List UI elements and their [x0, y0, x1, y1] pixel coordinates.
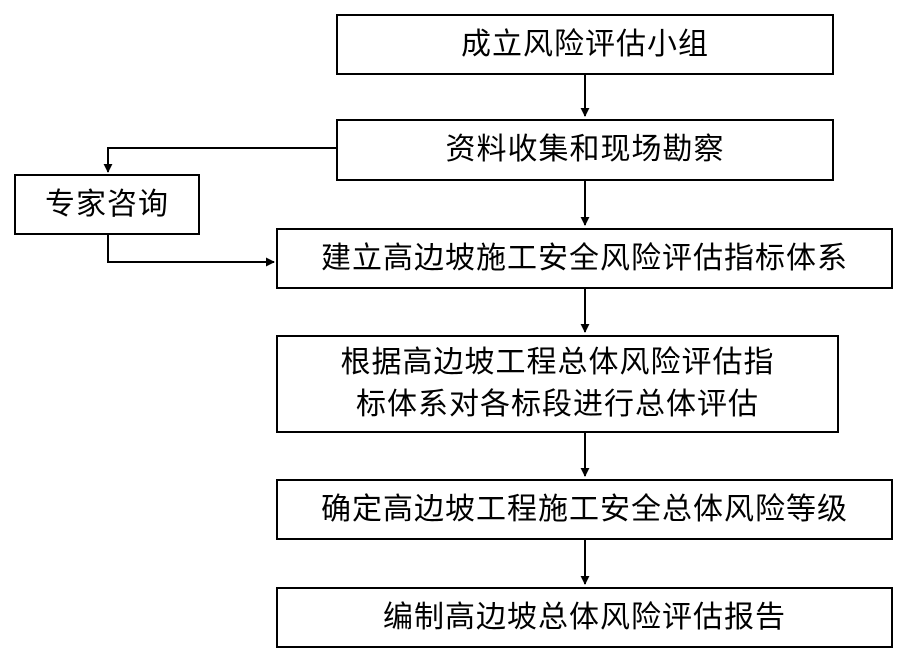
arrow-expert-to-index	[107, 234, 275, 267]
step-determine-level: 确定高边坡工程施工安全总体风险等级	[276, 479, 893, 540]
step-form-team: 成立风险评估小组	[336, 14, 834, 75]
arrow-collect-to-expert	[103, 147, 336, 173]
step-form-team-label: 成立风险评估小组	[461, 26, 709, 62]
step-overall-assess-line-2: 标体系对各标段进行总体评估	[356, 387, 759, 422]
step-collect-data: 资料收集和现场勘察	[336, 119, 834, 181]
step-build-index: 建立高边坡施工安全风险评估指标体系	[276, 228, 893, 289]
step-write-report: 编制高边坡总体风险评估报告	[276, 587, 893, 648]
expert-consult-label: 专家咨询	[45, 186, 169, 222]
step-overall-assess: 根据高边坡工程总体风险评估指 标体系对各标段进行总体评估	[276, 335, 839, 433]
step-write-report-label: 编制高边坡总体风险评估报告	[383, 599, 786, 635]
step-overall-assess-line-1: 根据高边坡工程总体风险评估指	[340, 345, 775, 380]
expert-consult-node: 专家咨询	[14, 174, 200, 235]
step-determine-level-label: 确定高边坡工程施工安全总体风险等级	[321, 491, 848, 527]
step-collect-data-label: 资料收集和现场勘察	[445, 132, 725, 167]
step-build-index-label: 建立高边坡施工安全风险评估指标体系	[321, 240, 848, 276]
